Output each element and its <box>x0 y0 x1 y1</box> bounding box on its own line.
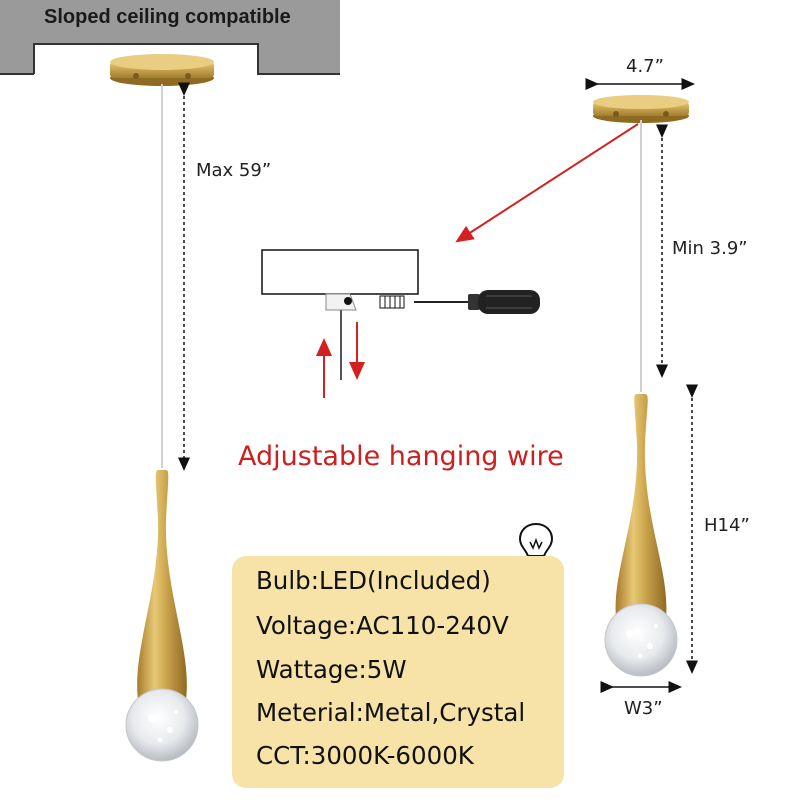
detail-callout-arrow <box>455 123 639 243</box>
screwdriver-icon <box>414 290 540 314</box>
adjustable-wire-title: Adjustable hanging wire <box>238 441 564 472</box>
height-label: H14” <box>704 515 750 536</box>
right-pendant <box>593 95 689 677</box>
spec-voltage: Voltage:AC110-240V <box>256 611 509 640</box>
max-length-label: Max 59” <box>196 160 272 181</box>
ceiling-label: Sloped ceiling compatible <box>44 6 291 28</box>
left-pendant <box>110 54 214 762</box>
min-length-label: Min 3.9” <box>672 238 748 259</box>
spec-material: Meterial:Metal,Crystal <box>256 698 526 727</box>
spec-bulb: Bulb:LED(Included) <box>256 566 491 595</box>
width-label: W3” <box>624 698 663 719</box>
spec-wattage: Wattage:5W <box>256 655 407 684</box>
spec-cct: CCT:3000K-6000K <box>256 741 474 770</box>
spec-panel: Bulb:LED(Included) Voltage:AC110-240V Wa… <box>232 556 564 788</box>
wire-lock-detail <box>261 249 540 398</box>
sloped-ceiling <box>0 0 340 75</box>
screw <box>379 295 405 309</box>
canopy-width-label: 4.7” <box>626 56 664 77</box>
